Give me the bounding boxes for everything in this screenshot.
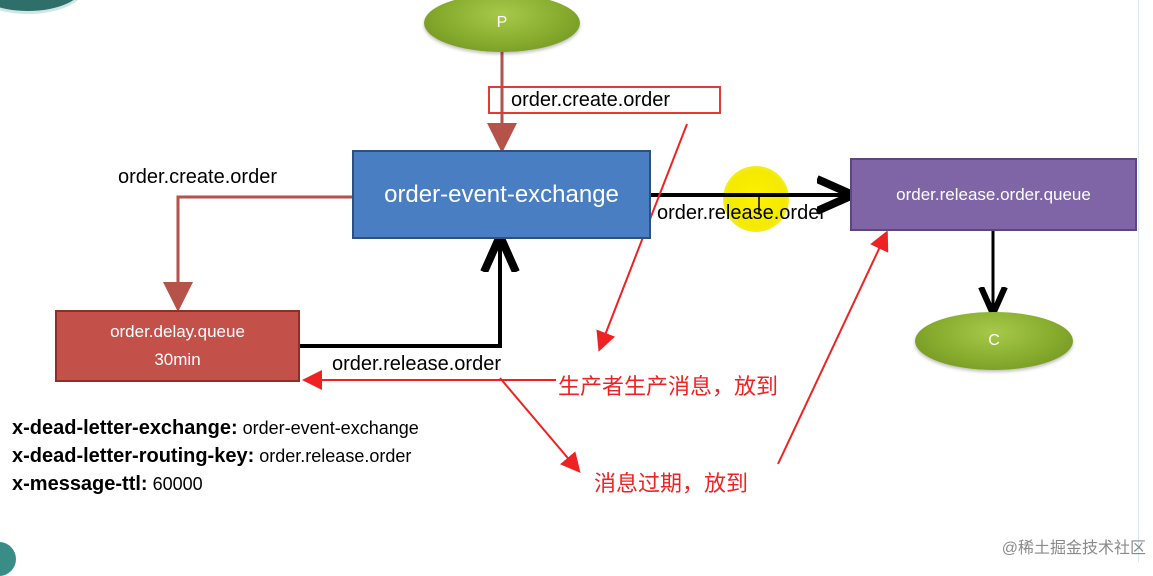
routing-key-bottom: order.release.order bbox=[332, 353, 501, 375]
delay-queue-ttl: 30min bbox=[154, 350, 201, 369]
release-queue-label: order.release.order.queue bbox=[896, 184, 1091, 204]
expired-annotation: 消息过期，放到 bbox=[594, 471, 749, 496]
queue-argument-key: x-dead-letter-exchange: bbox=[12, 417, 238, 439]
queue-argument-value: 60000 bbox=[152, 474, 203, 494]
queue-argument-value: order-event-exchange bbox=[242, 418, 419, 438]
queue-argument-row: x-dead-letter-routing-key: order.release… bbox=[12, 442, 419, 470]
routing-key-right: order.release.order bbox=[657, 202, 826, 224]
queue-argument-value: order.release.order bbox=[259, 446, 412, 466]
queue-argument-key: x-dead-letter-routing-key: bbox=[12, 445, 255, 467]
routing-key-left: order.create.order bbox=[118, 166, 277, 188]
release-queue-box: order.release.order.queue bbox=[850, 158, 1137, 231]
queue-arguments: x-dead-letter-exchange: order-event-exch… bbox=[12, 414, 419, 498]
annotation-arrow-expired-note-to-release-queue bbox=[777, 230, 889, 465]
exchange-label: order-event-exchange bbox=[384, 180, 619, 208]
arrow-delay-queue-to-exchange bbox=[300, 244, 500, 348]
slide-right-border bbox=[1138, 0, 1139, 562]
consumer-label: C bbox=[988, 332, 1000, 349]
cursor-highlight bbox=[723, 166, 789, 232]
order-event-exchange-box: order-event-exchange bbox=[352, 150, 651, 239]
delay-queue-box: order.delay.queue 30min bbox=[55, 310, 300, 382]
queue-argument-row: x-message-ttl: 60000 bbox=[12, 470, 419, 498]
consumer-node: C bbox=[915, 312, 1073, 370]
producer-node: P bbox=[424, 0, 580, 52]
arrow-exchange-to-delay-queue bbox=[163, 195, 352, 312]
producer-label: P bbox=[496, 14, 508, 31]
queue-argument-row: x-dead-letter-exchange: order-event-exch… bbox=[12, 414, 419, 442]
delay-queue-label: order.delay.queue bbox=[110, 322, 245, 341]
queue-argument-key: x-message-ttl: bbox=[12, 473, 148, 495]
producer-annotation: 生产者生产消息，放到 bbox=[558, 374, 779, 399]
annotation-arrow-release-key-to-expired-note bbox=[499, 377, 581, 474]
routing-key-top: order.create.order bbox=[488, 86, 721, 114]
watermark: @稀土掘金技术社区 bbox=[1001, 540, 1146, 557]
